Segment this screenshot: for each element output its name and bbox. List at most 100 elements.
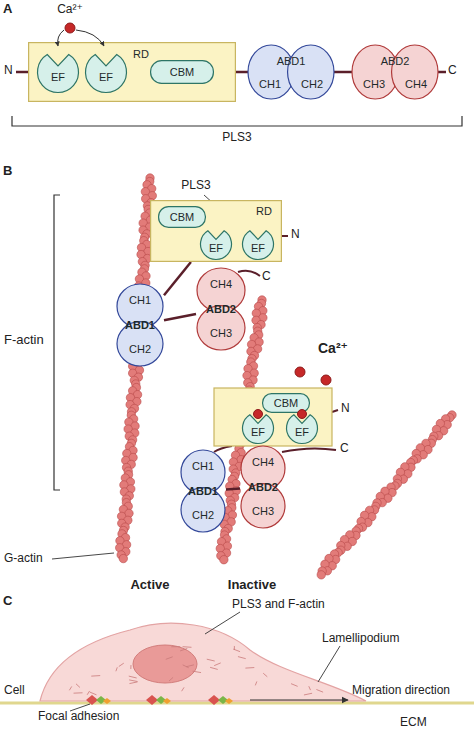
- node-label: ABD2: [206, 303, 236, 315]
- actin-bead: [220, 556, 228, 564]
- node-label: EF: [209, 242, 223, 254]
- annotation-label: Migration direction: [352, 684, 450, 698]
- actin-fiber: [182, 687, 184, 691]
- nucleus: [133, 645, 197, 683]
- node-label: ABD1: [125, 319, 155, 331]
- abd-domain: CH1ABD1CH2: [116, 284, 164, 366]
- linker-line: [236, 71, 248, 74]
- annotation-label: PLS3: [222, 131, 251, 145]
- abd-domain: ABD2CH3CH4: [352, 44, 438, 100]
- cbm-domain: CBM: [158, 206, 206, 228]
- binding-arrow: [58, 30, 64, 46]
- annotation-label: PLS3 and F-actin: [232, 598, 325, 612]
- node-label: EF: [99, 71, 113, 83]
- actin-filaments: [115, 174, 456, 579]
- actin-fiber: [169, 677, 173, 681]
- actin-fiber: [183, 646, 192, 648]
- node-label: CBM: [170, 211, 194, 223]
- actin-fiber: [119, 663, 124, 666]
- actin-fiber: [207, 659, 215, 661]
- bracket: [12, 116, 462, 126]
- annotation-label: C: [262, 270, 271, 284]
- node-label: CH3: [252, 505, 274, 517]
- leader-line: [318, 646, 340, 682]
- calcium-ion: [295, 367, 305, 377]
- actin-fiber: [129, 682, 137, 684]
- actin-fiber: [180, 649, 187, 651]
- cbm-domain: CBM: [262, 393, 310, 413]
- node-label: CH3: [363, 78, 385, 90]
- actin-fiber: [76, 684, 80, 688]
- annotation-label: Cell: [4, 684, 25, 698]
- regulatory-domain-box: [214, 388, 332, 446]
- annotation-label: G-actin: [4, 552, 43, 566]
- panel-letter: A: [3, 2, 12, 17]
- node-label: CH1: [192, 460, 214, 472]
- node-label: CH1: [129, 294, 151, 306]
- linker: [282, 235, 288, 237]
- annotation-label: Ca²⁺: [318, 340, 348, 356]
- node-label: CH2: [129, 343, 151, 355]
- node-label: CH3: [210, 327, 232, 339]
- domain-box: RDEFEFCBM: [28, 42, 236, 102]
- actin-fiber: [171, 646, 180, 647]
- abd-domain: ABD1CH1CH2: [248, 44, 334, 100]
- ef-hand: EF: [282, 410, 322, 444]
- actin-fiber: [183, 665, 189, 668]
- node-label: CH2: [192, 509, 214, 521]
- node-label: CBM: [274, 397, 298, 409]
- annotation-label: Lamellipodium: [322, 632, 399, 646]
- actin-fiber: [316, 689, 323, 692]
- abd-domain: CH4ABD2CH3: [196, 268, 246, 350]
- calcium-ion: [254, 410, 263, 419]
- leader-line: [205, 612, 240, 634]
- abd-domain: CH1ABD1CH2: [180, 450, 226, 532]
- actin-fiber: [214, 663, 221, 666]
- annotation-label: Ca²⁺: [57, 3, 83, 17]
- annotation-label: Focal adhesion: [38, 710, 119, 724]
- panel-letter: C: [3, 594, 12, 609]
- actin-fiber: [74, 692, 83, 693]
- node-label: EF: [51, 71, 65, 83]
- actin-fiber: [291, 684, 298, 687]
- annotation-label: N: [291, 228, 300, 242]
- calcium-ion: [298, 410, 307, 419]
- ef-hand: EF: [84, 48, 128, 94]
- annotation-label: C: [448, 64, 457, 78]
- actin-fiber: [245, 667, 254, 669]
- node-label: CH4: [210, 278, 232, 290]
- node-label: CH2: [301, 78, 323, 90]
- actin-fiber: [186, 665, 194, 667]
- linker-line: [164, 262, 191, 295]
- actin-fiber: [233, 649, 240, 652]
- focal-adhesion: [86, 695, 233, 705]
- linker-line: [334, 71, 352, 74]
- bracket: [54, 195, 60, 490]
- node-label: ABD2: [248, 481, 278, 493]
- actin-fibers: [69, 646, 323, 695]
- actin-fiber: [129, 680, 137, 682]
- node-label: EF: [295, 426, 309, 438]
- annotation-label: PLS3: [181, 179, 210, 193]
- annotation-label: C: [340, 442, 349, 456]
- node-label: ABD1: [277, 55, 306, 67]
- annotation-label: ECM: [400, 716, 427, 730]
- actin-fiber: [90, 692, 97, 695]
- substrate-line: [0, 702, 474, 705]
- linker-line: [226, 487, 240, 490]
- domain-box: RDCBMEFEF: [150, 200, 282, 262]
- actin-fiber: [210, 667, 218, 669]
- linker: [238, 271, 260, 276]
- actin-fiber: [129, 676, 137, 678]
- cbm-domain: CBM: [150, 60, 214, 84]
- node-label: EF: [251, 242, 265, 254]
- annotation-label: N: [341, 402, 350, 416]
- actin-fiber: [91, 675, 100, 677]
- node-label: EF: [251, 426, 265, 438]
- leader-line: [52, 553, 114, 559]
- backbone-line: [16, 71, 28, 74]
- annotation-label: F-actin: [4, 333, 44, 348]
- calcium-ion: [65, 23, 75, 33]
